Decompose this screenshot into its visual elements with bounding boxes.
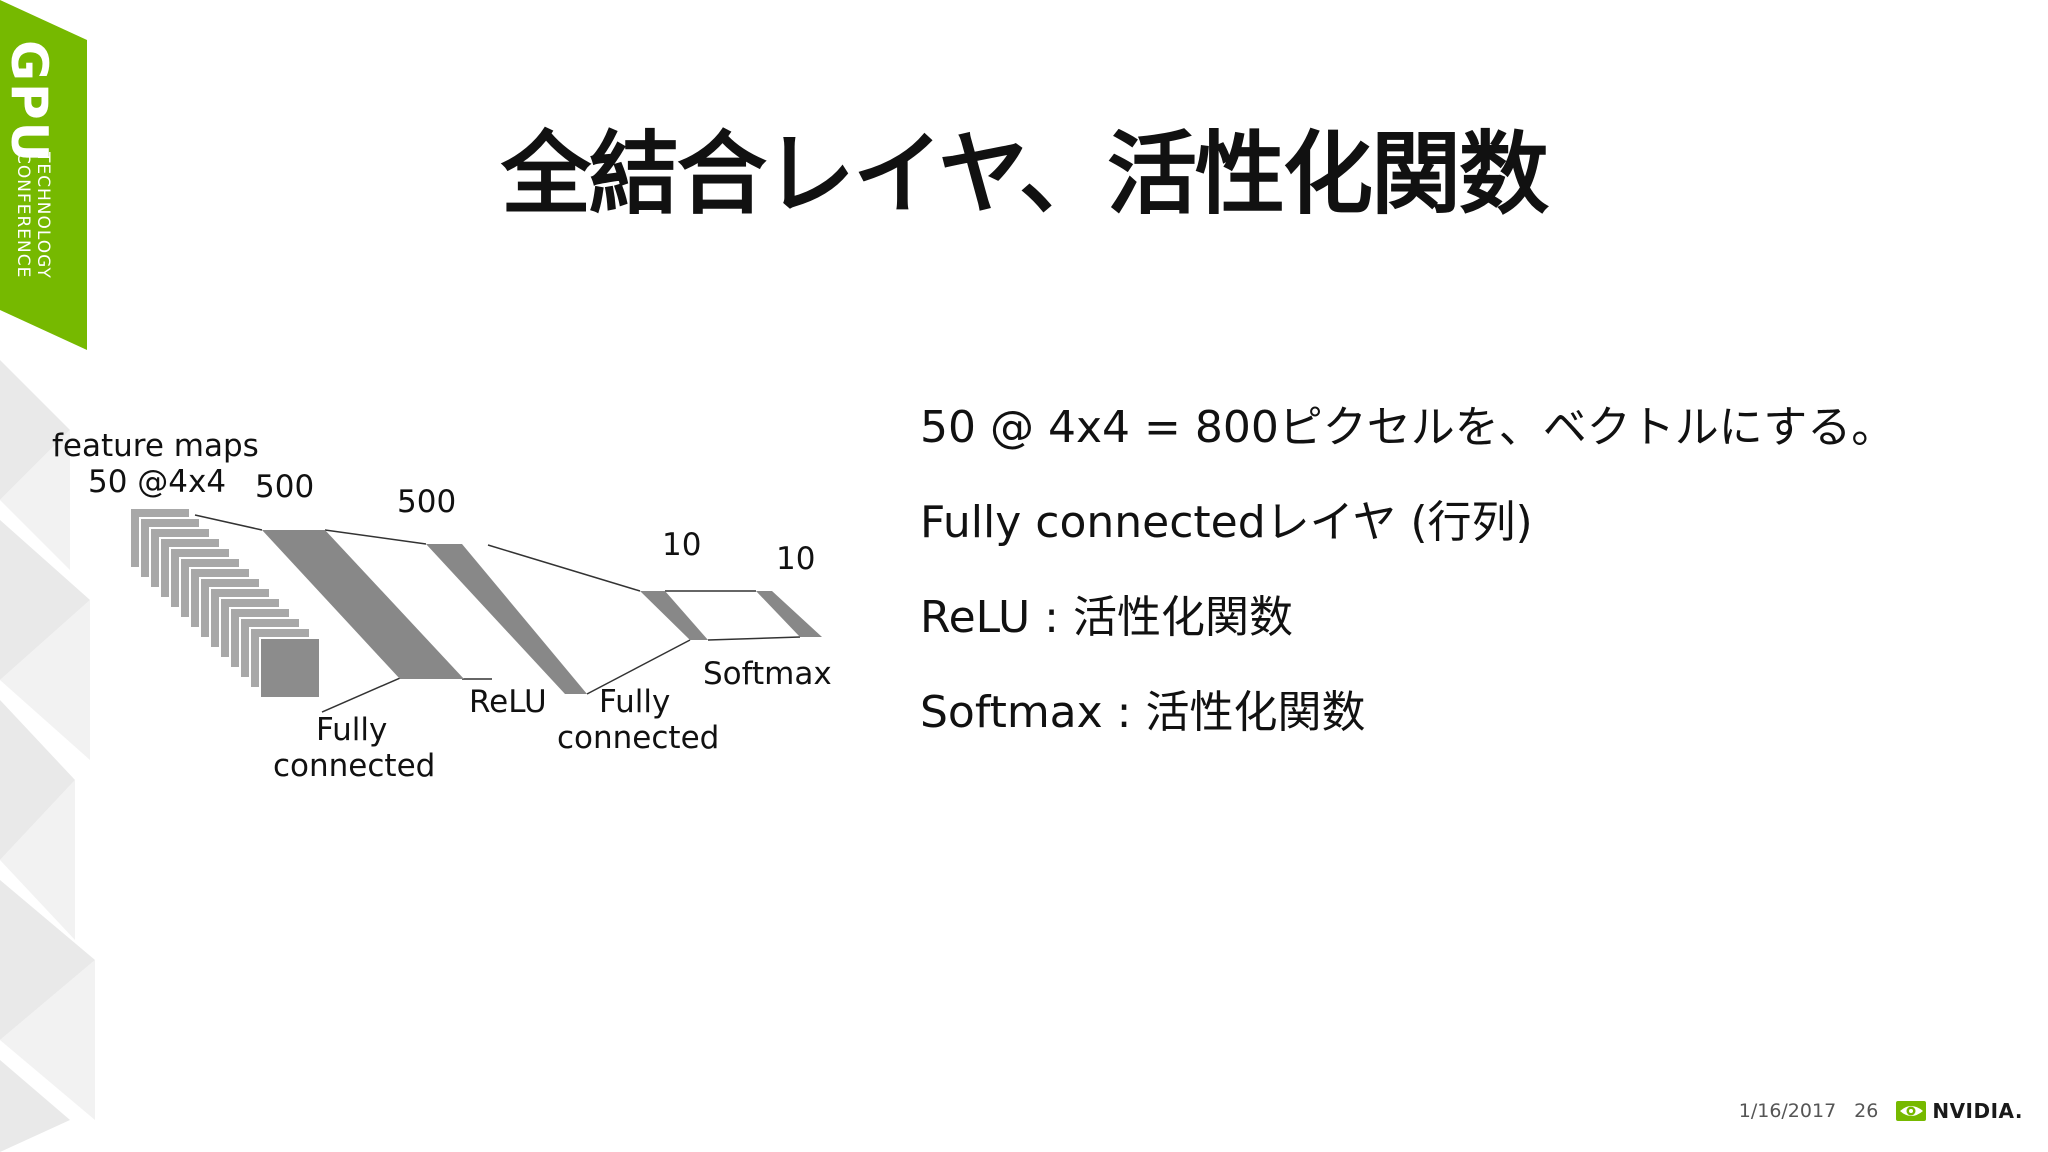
- bullet-item: Fully connectedレイヤ (行列): [920, 497, 1533, 548]
- gtc-logo-conference: CONFERENCE: [13, 152, 33, 279]
- label-relu: ReLU: [469, 684, 547, 720]
- connection-line: [586, 639, 691, 695]
- nvidia-wordmark: NVIDIA.: [1932, 1099, 2023, 1123]
- network-diagram: feature maps 50 @4x4 500 500 10 10 Fully…: [52, 428, 832, 784]
- connection-line: [321, 677, 401, 713]
- nvidia-eye-icon: [1896, 1101, 1927, 1121]
- connection-line: [487, 544, 641, 592]
- label-size-500-second: 500: [397, 484, 456, 520]
- background-pattern: [0, 360, 95, 1152]
- label-fully-connected-2-line2: connected: [557, 720, 719, 756]
- slide-footer: 1/16/2017 26 NVIDIA.: [1739, 1096, 2023, 1126]
- footer-date: 1/16/2017: [1738, 1100, 1837, 1122]
- bullet-item: 50 @ 4x4 = 800ピクセルを、ベクトルにする。: [920, 402, 1896, 453]
- connection-line: [707, 636, 801, 641]
- label-fully-connected-1-line2: connected: [273, 748, 435, 784]
- gtc-logo-gpu: GPU: [0, 40, 58, 165]
- label-softmax: Softmax: [703, 656, 832, 692]
- footer-page-number: 26: [1854, 1100, 1879, 1122]
- fully-connected-layer-1: [262, 530, 464, 679]
- label-fully-connected-2: Fully: [599, 684, 670, 720]
- label-size-500-first: 500: [255, 469, 314, 505]
- label-size-10-second: 10: [776, 541, 815, 577]
- gtc-logo-background: [0, 0, 87, 350]
- label-fully-connected-1: Fully: [316, 712, 387, 748]
- label-feature-maps-size: 50 @4x4: [88, 464, 226, 500]
- gtc-logo-text: GPU TECHNOLOGY CONFERENCE: [0, 40, 58, 300]
- bullet-item: ReLU : 活性化関数: [920, 592, 1293, 643]
- nvidia-logo: NVIDIA.: [1896, 1099, 2023, 1123]
- feature-map-square: [259, 637, 321, 699]
- bullet-item: Softmax : 活性化関数: [920, 687, 1366, 738]
- connection-line: [324, 529, 427, 545]
- feature-map-stack: [129, 507, 321, 699]
- connection-line: [194, 514, 263, 531]
- gtc-logo-technology: TECHNOLOGY: [33, 152, 53, 279]
- slide-title: 全結合レイヤ、活性化関数: [500, 122, 1549, 227]
- fully-connected-layer-2: [640, 591, 708, 640]
- label-size-10-first: 10: [662, 527, 701, 563]
- bullet-list: 50 @ 4x4 = 800ピクセルを、ベクトルにする。 Fully conne…: [920, 400, 2020, 780]
- relu-layer: [426, 544, 587, 694]
- label-feature-maps: feature maps: [52, 428, 259, 464]
- softmax-layer: [756, 591, 822, 637]
